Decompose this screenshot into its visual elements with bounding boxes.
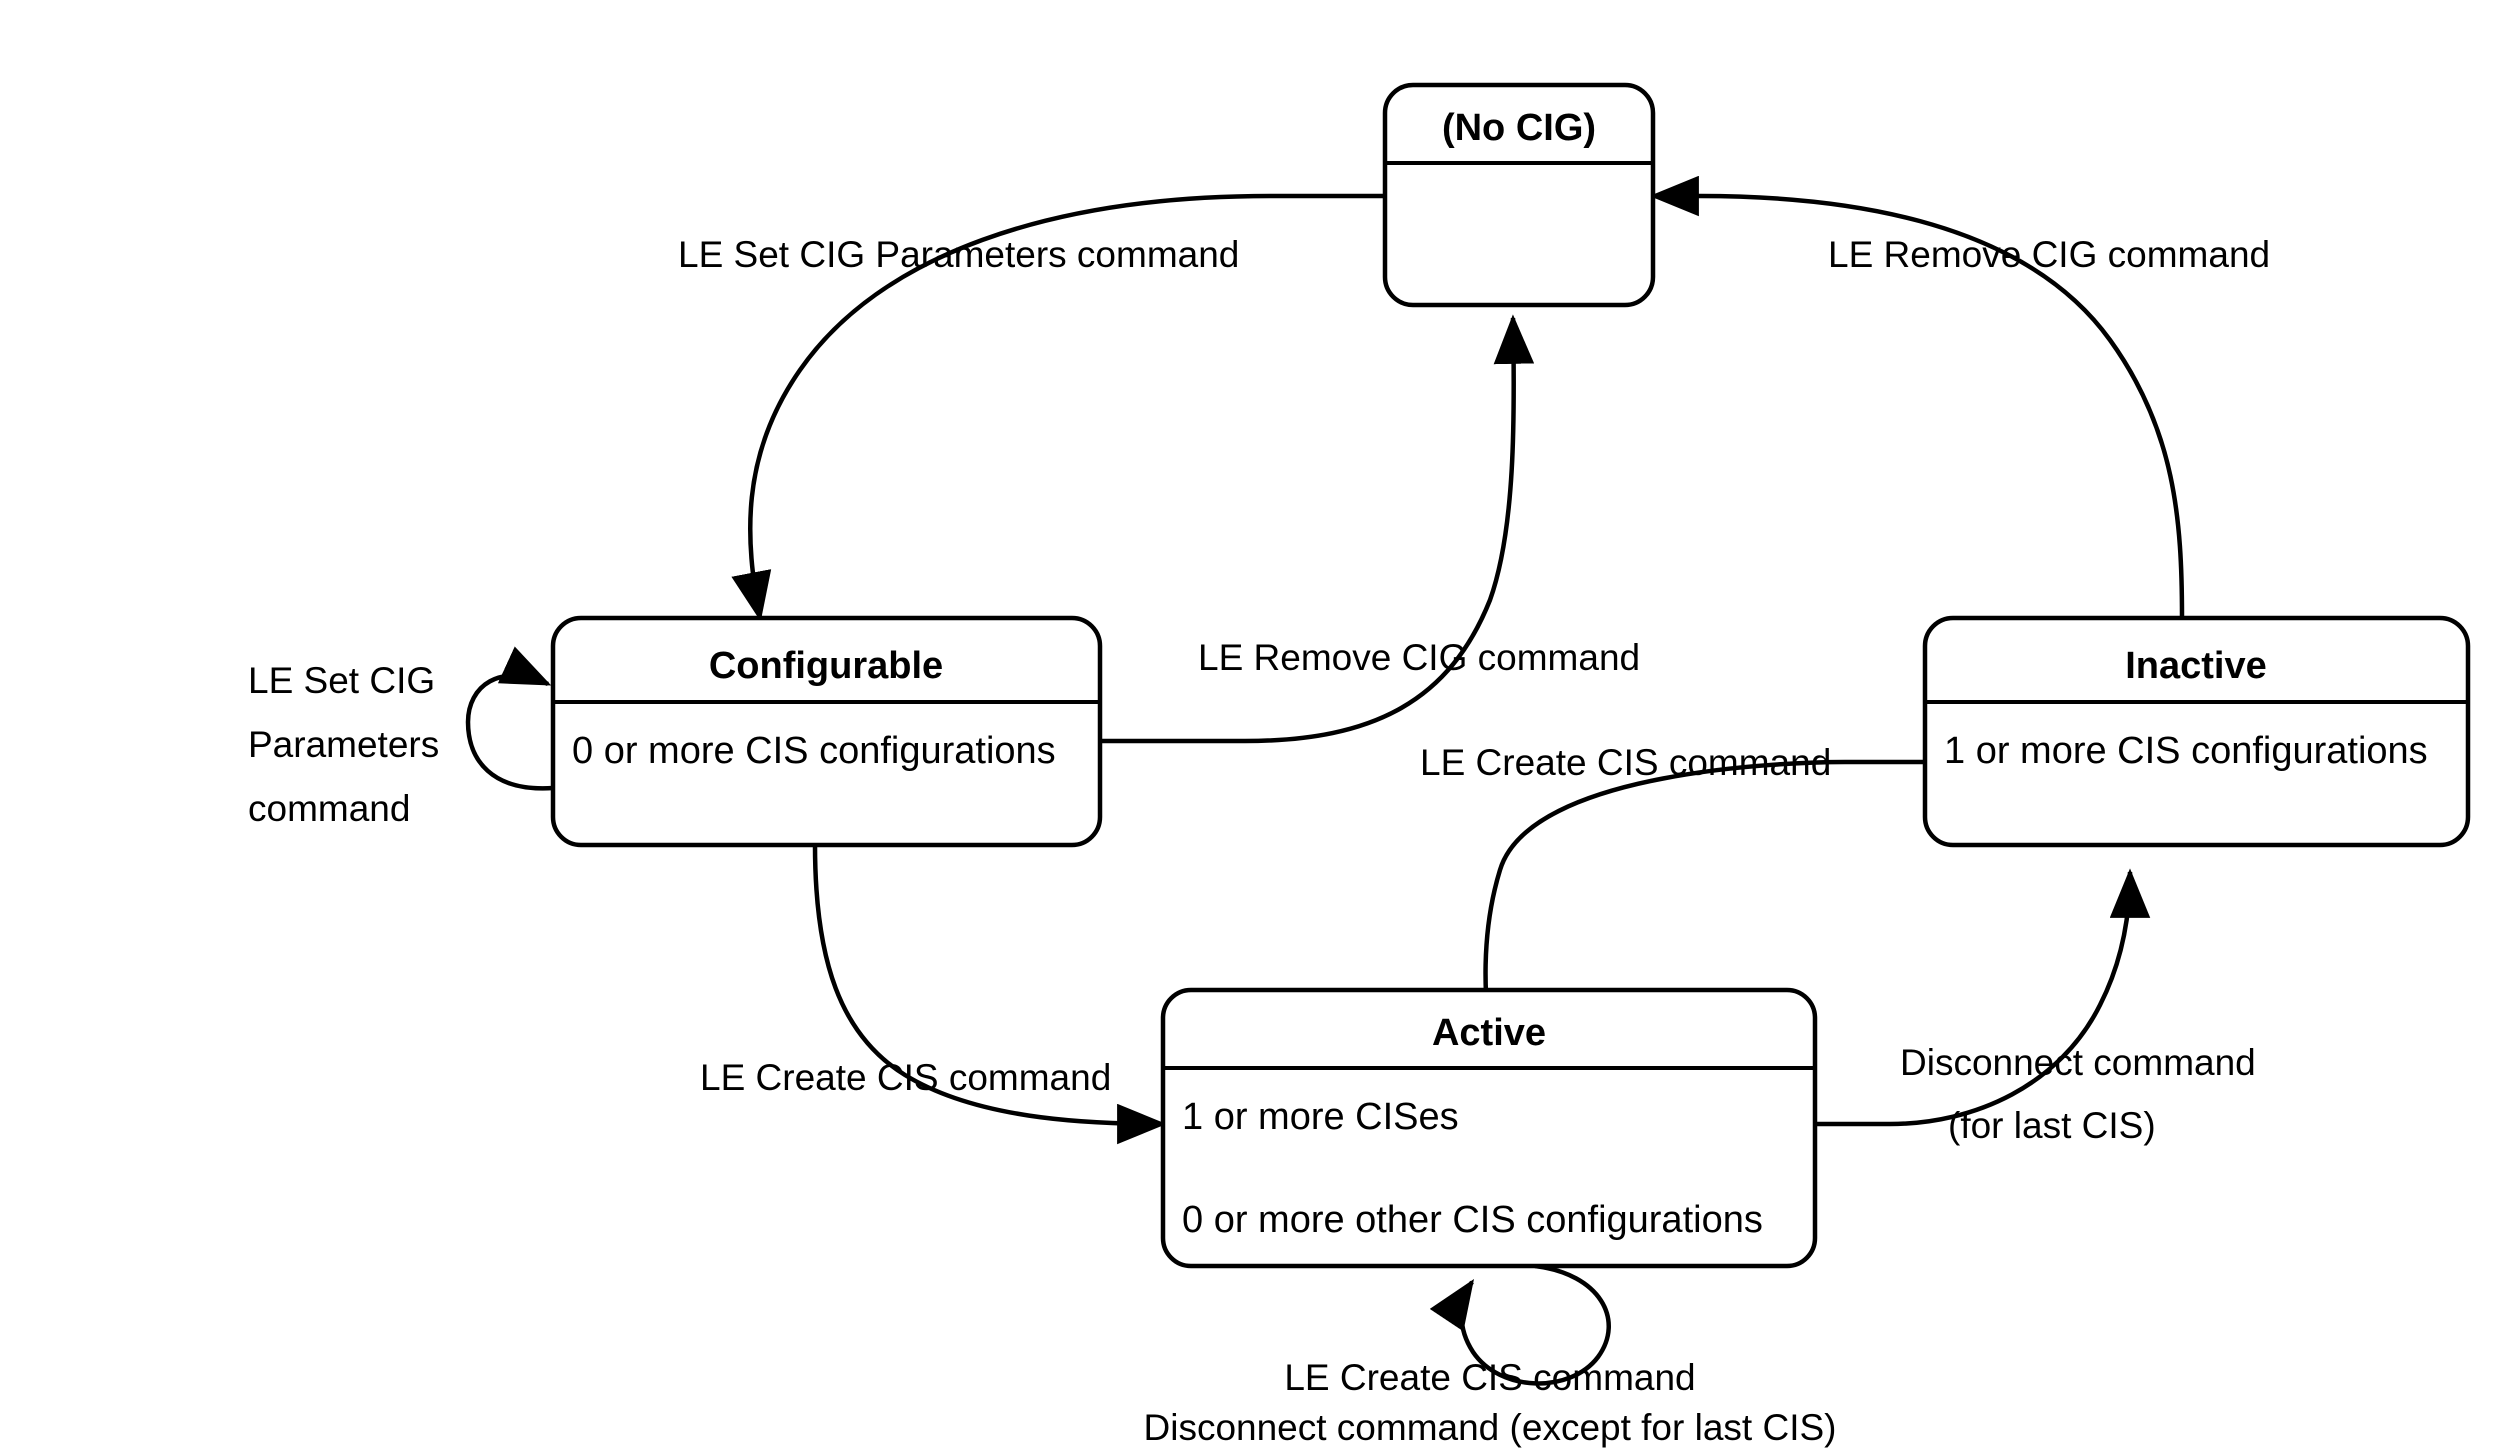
state-title-active: Active xyxy=(1432,1012,1546,1054)
edge-label-set-cig-parameters: LE Set CIG Parameters command xyxy=(678,234,1239,275)
state-body-active-line1: 1 or more CISes xyxy=(1182,1096,1459,1138)
state-body-inactive-line1: 1 or more CIS configurations xyxy=(1944,730,2428,772)
transition-configurable-to-active: LE Create CIS command xyxy=(700,844,1167,1145)
edge-label-disconnect-line1: Disconnect command xyxy=(1900,1042,2256,1083)
edge-label-remove-cig-right: LE Remove CIG command xyxy=(1828,234,2270,275)
state-node-no-cig[interactable]: (No CIG) xyxy=(1382,82,1656,308)
edge-path-inactive-to-active xyxy=(1464,759,1925,1046)
edge-path-no-cig-to-configurable xyxy=(731,193,1385,622)
transition-active-self-loop: LE Create CIS command Disconnect command… xyxy=(1144,1263,1837,1448)
state-node-inactive[interactable]: Inactive 1 or more CIS configurations xyxy=(1922,615,2471,848)
state-body-active-line2: 0 or more other CIS configurations xyxy=(1182,1199,1763,1241)
state-title-no-cig: (No CIG) xyxy=(1442,107,1596,149)
state-box-no-cig[interactable] xyxy=(1382,82,1656,308)
transition-active-to-inactive: Disconnect command (for last CIS) xyxy=(1815,868,2256,1146)
transition-no-cig-to-configurable: LE Set CIG Parameters command xyxy=(678,193,1385,622)
transition-inactive-to-active: LE Create CIS command xyxy=(1420,742,1925,1046)
edge-path-active-to-inactive xyxy=(1815,868,2151,1127)
state-node-active[interactable]: Active 1 or more CISes 0 or more other C… xyxy=(1160,987,1818,1269)
edge-path-inactive-to-no-cig xyxy=(1649,175,2185,619)
edge-path-configurable-to-active xyxy=(812,844,1167,1145)
edge-label-self-cfg-line3: command xyxy=(248,788,410,829)
state-body-configurable-line1: 0 or more CIS configurations xyxy=(572,730,1056,772)
edge-label-remove-cig-mid: LE Remove CIG command xyxy=(1198,637,1640,678)
edge-label-self-cfg-line1: LE Set CIG xyxy=(248,660,435,701)
transition-configurable-self-loop: LE Set CIG Parameters command xyxy=(248,646,554,829)
transition-configurable-to-no-cig: LE Remove CIG command xyxy=(1100,314,1640,744)
state-title-inactive: Inactive xyxy=(2125,645,2267,687)
state-box-active[interactable] xyxy=(1160,987,1818,1269)
edge-label-self-active-line1: LE Create CIS command xyxy=(1284,1357,1695,1398)
edge-path-active-self-loop xyxy=(1429,1263,1611,1386)
edge-label-create-cis-mid: LE Create CIS command xyxy=(1420,742,1831,783)
edge-label-self-active-line2: Disconnect command (except for last CIS) xyxy=(1144,1407,1837,1448)
edge-label-create-cis-left: LE Create CIS command xyxy=(700,1057,1111,1098)
edge-label-self-cfg-line2: Parameters xyxy=(248,724,439,765)
transition-inactive-to-no-cig: LE Remove CIG command xyxy=(1649,175,2270,619)
state-title-configurable: Configurable xyxy=(709,645,943,687)
edge-path-configurable-to-no-cig xyxy=(1100,314,1535,744)
state-node-configurable[interactable]: Configurable 0 or more CIS configuration… xyxy=(550,615,1103,848)
edge-path-configurable-self-loop xyxy=(465,646,554,791)
state-box-configurable[interactable] xyxy=(550,615,1103,848)
state-box-inactive[interactable] xyxy=(1922,615,2471,848)
edge-label-disconnect-line2: (for last CIS) xyxy=(1948,1105,2156,1146)
